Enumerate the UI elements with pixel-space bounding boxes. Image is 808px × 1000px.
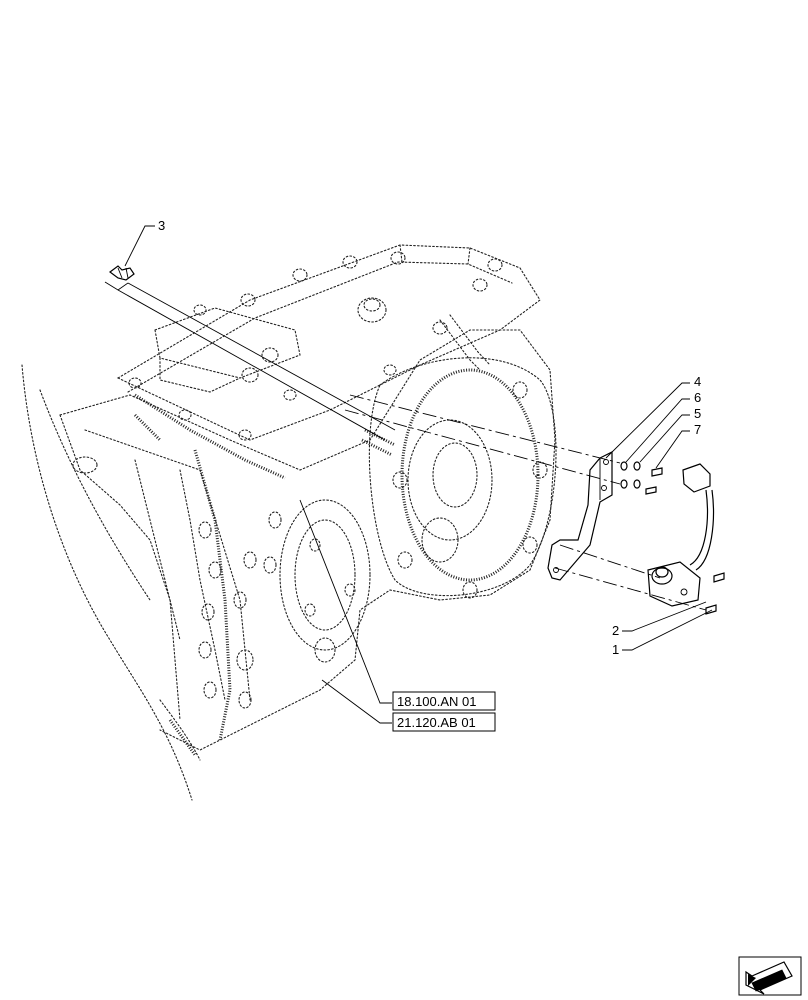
transmission-housing [21,244,557,801]
reference-box-top[interactable]: 18.100.AN 01 [392,691,496,711]
reference-box-bottom[interactable]: 21.120.AB 01 [392,712,496,732]
leader-lines [104,225,713,724]
callout-1: 1 [612,642,619,657]
callout-numbers: 3 4 6 5 7 2 1 [158,218,701,657]
callout-6: 6 [694,390,701,405]
callout-5: 5 [694,406,701,421]
gear-teeth [133,368,540,756]
washer-part [620,461,628,471]
reference-21-120[interactable]: 21.120.AB 01 [397,715,476,730]
callout-7: 7 [694,422,701,437]
clip-part-3 [109,265,135,281]
assembly-lines [344,394,707,611]
callout-2: 2 [612,623,619,638]
callout-3: 3 [158,218,165,233]
reference-18-100[interactable]: 18.100.AN 01 [397,694,477,709]
navigation-arrow-icon[interactable] [738,956,802,996]
callout-4: 4 [694,374,701,389]
bracket-assembly [547,451,725,615]
